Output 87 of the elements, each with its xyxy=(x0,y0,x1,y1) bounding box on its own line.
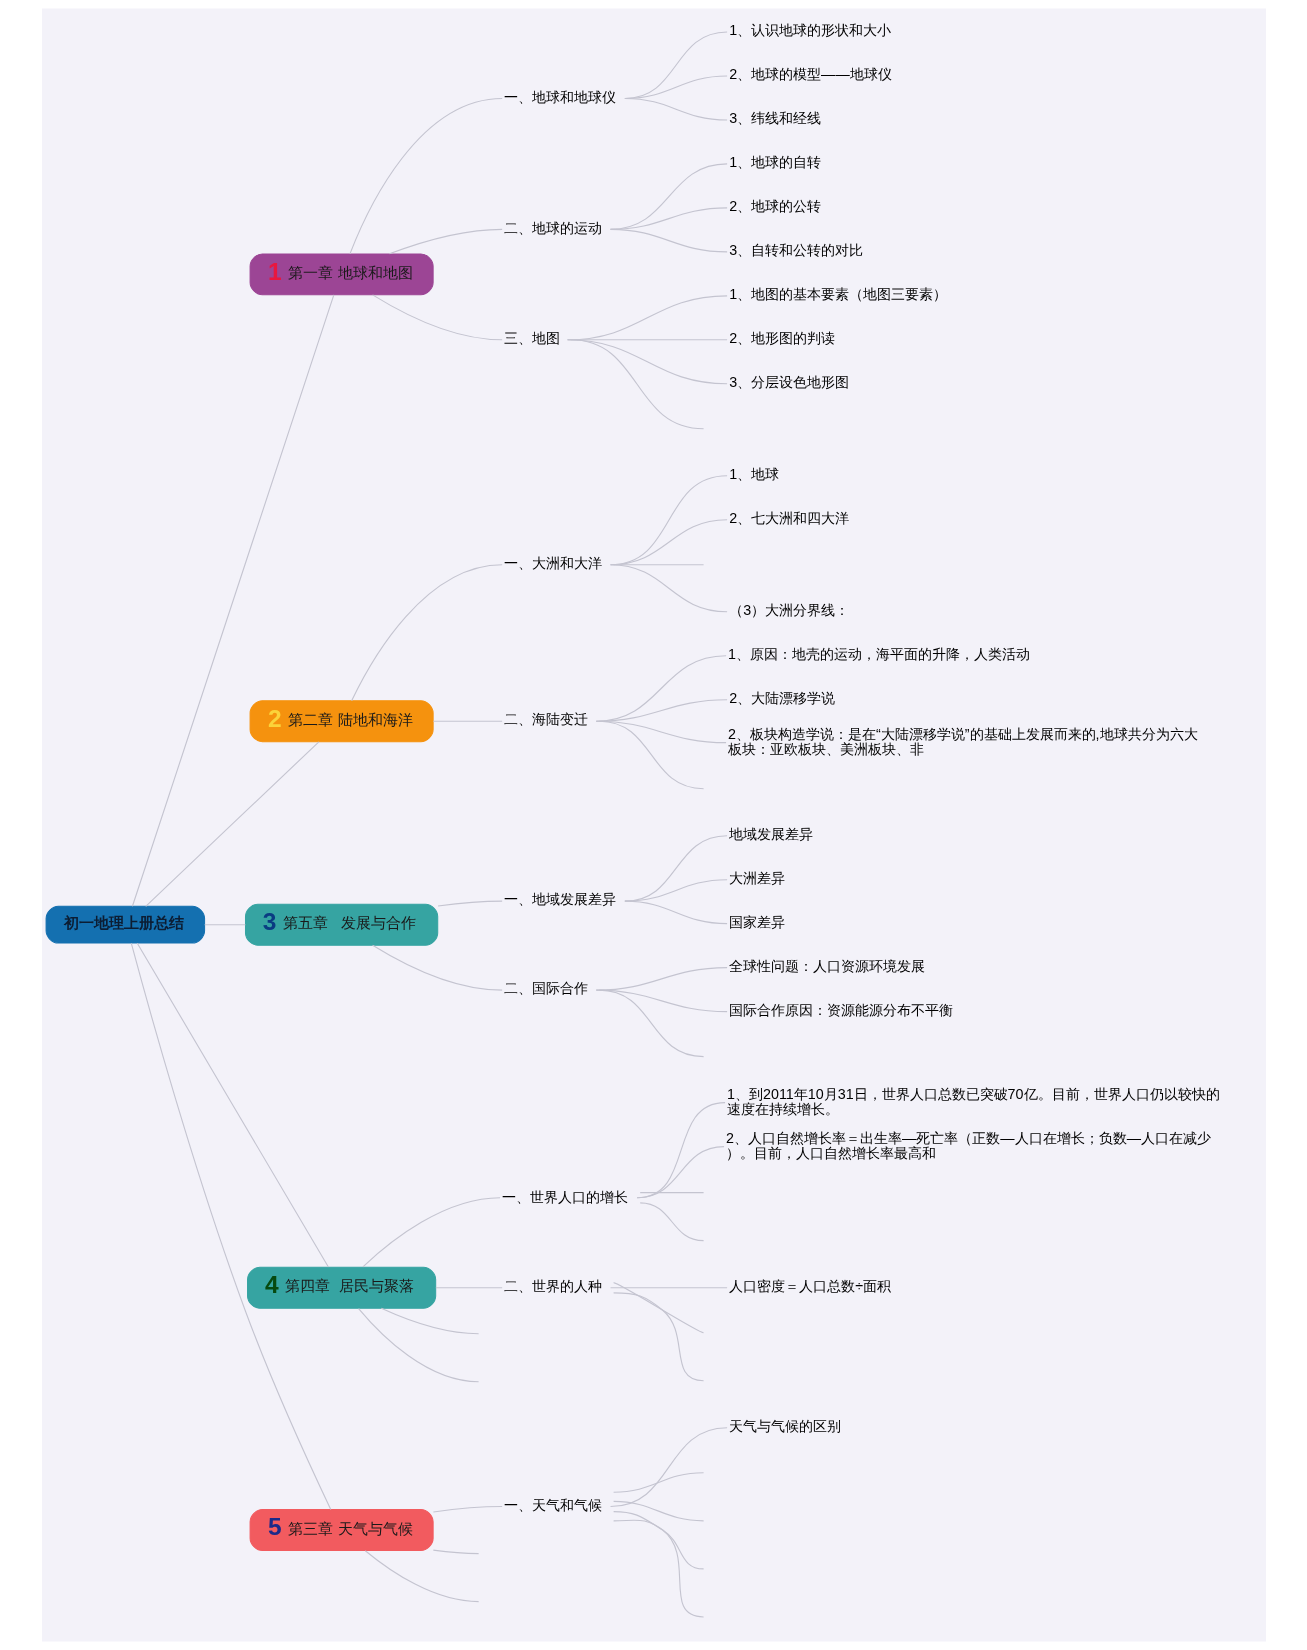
connector xyxy=(595,699,728,722)
node-box: 初一地理上册总结 xyxy=(45,905,205,944)
node-text: 2、地球的模型——地球仪 xyxy=(728,66,892,83)
node-text: 2、板块构造学说：是在“大陆漂移学说”的基础上发展而来的,地球共分为六大板块：亚欧板块、美洲板块、非 xyxy=(727,725,1198,758)
node-text: 1、地球 xyxy=(728,466,779,483)
node-text: 二、国际合作 xyxy=(503,980,588,997)
connector xyxy=(623,879,728,902)
node-text: 全球性问题：人口资源环境发展 xyxy=(728,957,925,974)
node-text: 1、原因：地壳的运动，海平面的升降，人类活动 xyxy=(727,646,1030,663)
node-text: 天气与气候的区别 xyxy=(728,1418,841,1435)
node-text: 一、地球和地球仪 xyxy=(503,88,616,105)
connector xyxy=(432,1505,503,1513)
connector xyxy=(612,1472,704,1493)
connector xyxy=(371,944,503,991)
connector xyxy=(612,564,704,566)
connector xyxy=(623,835,728,902)
node-text: 三、地图 xyxy=(503,330,560,347)
node-text: 国际合作原因：资源能源分布不平衡 xyxy=(728,1001,953,1018)
connector xyxy=(432,720,503,722)
node-box: 2 第二章 陆地和海洋 xyxy=(249,700,434,743)
connector xyxy=(130,942,331,1511)
connector xyxy=(437,900,503,907)
connector xyxy=(609,1427,728,1508)
node-text: 人口密度＝人口总数÷面积 xyxy=(728,1277,891,1294)
node-text: 二、地球的运动 xyxy=(503,219,602,236)
connector xyxy=(612,1292,704,1382)
connector xyxy=(350,564,503,702)
node-text: 大洲差异 xyxy=(728,869,785,886)
connector xyxy=(612,1500,704,1522)
connector xyxy=(380,1307,479,1335)
connector xyxy=(609,228,728,253)
connector xyxy=(569,339,704,430)
node-text: 2、地形图的判读 xyxy=(728,330,835,347)
node-text: 2、大陆漂移学说 xyxy=(728,690,835,707)
node-text: 一、大洲和大洋 xyxy=(503,555,602,572)
connector xyxy=(595,655,727,722)
node-text: 一、地域发展差异 xyxy=(503,891,616,908)
node-text: 1、到2011年10月31日，世界人口总数已突破70亿。目前，世界人口仍以较快的速度在持续增长。 xyxy=(726,1085,1220,1118)
connector xyxy=(598,989,704,1058)
connector xyxy=(612,1282,704,1334)
connector xyxy=(595,720,727,744)
connector xyxy=(203,924,246,926)
connector xyxy=(595,967,728,991)
node-box: 3 第五章 发展与合作 xyxy=(244,903,438,946)
node-text: 1、地球的自转 xyxy=(728,154,821,171)
connector xyxy=(609,564,728,613)
connector xyxy=(371,294,503,341)
connector xyxy=(623,900,728,925)
node-text: 2、人口自然增长率＝出生率—死亡率（正数—人口在增长；负数—人口在减少）。目前，人口自然增长率最高和 xyxy=(725,1129,1211,1162)
connector xyxy=(595,989,728,1013)
node-text: 一、世界人口的增长 xyxy=(501,1188,628,1205)
connector xyxy=(598,720,704,790)
connector xyxy=(348,97,503,255)
connector xyxy=(639,1192,704,1194)
node-box: 4 第四章 居民与聚落 xyxy=(246,1266,436,1309)
connector xyxy=(357,1308,479,1383)
connector xyxy=(364,1550,479,1603)
connector xyxy=(612,1519,704,1618)
connector xyxy=(623,97,728,121)
connector xyxy=(388,228,503,255)
node-text: 二、海陆变迁 xyxy=(503,711,588,728)
node-text: 1、认识地球的形状和大小 xyxy=(728,22,891,39)
connector xyxy=(131,294,334,907)
connector xyxy=(432,1549,479,1555)
node-text: （3）大洲分界线： xyxy=(728,602,849,619)
connector xyxy=(636,1146,725,1199)
node-text: 3、自转和公转的对比 xyxy=(728,242,863,259)
node-text: 地域发展差异 xyxy=(728,826,813,843)
connector xyxy=(566,339,728,385)
connector xyxy=(434,1287,503,1289)
connector xyxy=(636,1102,726,1199)
node-text: 3、纬线和经线 xyxy=(728,110,821,127)
node-text: 2、七大洲和四大洋 xyxy=(728,510,849,527)
connector xyxy=(361,1197,501,1268)
node-text: 二、世界的人种 xyxy=(503,1278,602,1295)
connector xyxy=(136,942,329,1268)
node-text: 国家差异 xyxy=(728,913,785,930)
node-text: 1、地图的基本要素（地图三要素） xyxy=(728,286,947,303)
connector xyxy=(609,1287,728,1289)
connector xyxy=(144,741,319,907)
node-box: 1 第一章 地球和地图 xyxy=(249,253,434,296)
node-box: 5 第三章 天气与气候 xyxy=(249,1509,434,1551)
node-text: 2、地球的公转 xyxy=(728,198,821,215)
connector xyxy=(612,1511,704,1570)
node-text: 3、分层设色地形图 xyxy=(728,374,849,391)
node-text: 一、天气和气候 xyxy=(503,1497,602,1514)
connector xyxy=(639,1202,704,1242)
